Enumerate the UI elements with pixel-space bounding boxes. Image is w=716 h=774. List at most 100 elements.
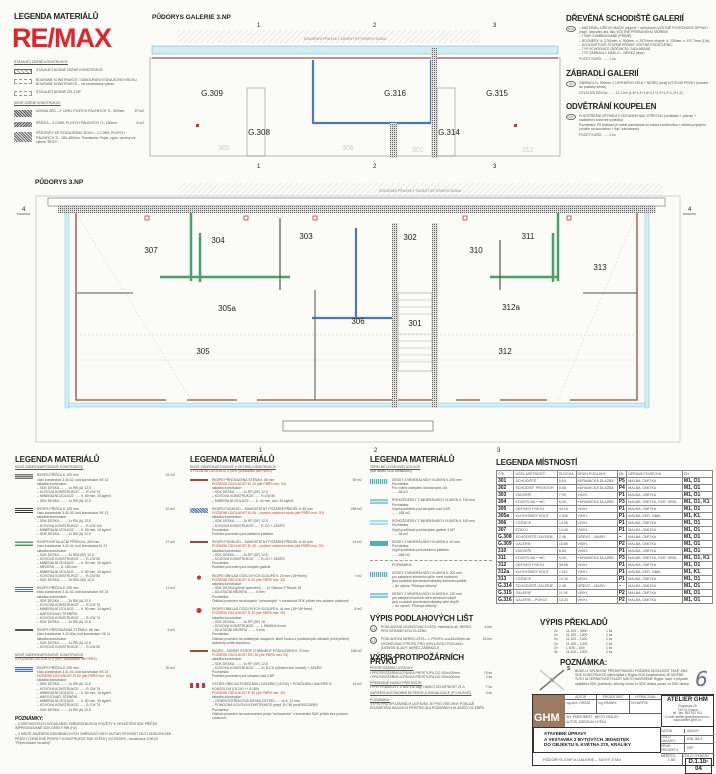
legend-line: Obklad proveden na viditelných sloupech,…	[212, 636, 350, 645]
legend-line: – NAPOJOVACÍ TĚSNĚNÍ	[37, 694, 78, 699]
legend-item: BOURANÉ KONSTRUKCE / ODBOURÁNÍ STÁVAJÍCÍ…	[14, 78, 144, 86]
legend-item-name: RIGIPS PŘEDSAZENÁ STĚNA tl. 65 mm	[212, 477, 275, 482]
table-cell: KOUPELNA + WC	[513, 497, 558, 506]
table-cell: 306	[495, 518, 515, 527]
railing-tag-icon: Z2	[566, 80, 576, 87]
table-cell: MALBA, OMÍTKA	[626, 560, 683, 569]
legend-swatch	[370, 499, 388, 505]
table-cell: 302	[495, 483, 515, 492]
place-label: MÍSTO	[594, 715, 605, 719]
project-line: DO OBJEKTU 5. KVĚTNA 270, KRÁLÍKY	[544, 742, 632, 747]
legend-line: pro zateplení bočních stěn střešních vik…	[392, 596, 457, 601]
fire-item: • PROTIPOŽÁRNÍ UCPÁVKA PROSTUPU DO 100x1…	[370, 671, 492, 675]
axis-label: 3	[493, 23, 497, 29]
table-cell: MALBA, OMÍTKA	[626, 595, 683, 604]
spec-count: CELKOVÁ DÉLKA: ...... 12,2 bm (1,6+1,3+1…	[579, 91, 683, 96]
skirting-text: PODLAHOVÁ UKONČOVACÍ LIŠTA, materiál Al …	[381, 624, 473, 634]
table-cell: VINYL	[575, 504, 618, 513]
meta-label: DATUM	[661, 728, 685, 733]
author: JAROSLAV HYŠKA	[578, 720, 607, 724]
legend-title: LEGENDA MATERIÁLŮ	[190, 455, 275, 464]
table-cell: LOŽNICE	[513, 574, 558, 583]
room-label: 306	[351, 317, 365, 326]
legend-text: PŘÍZDÍVKY KE STÁVAJÍCÍMU ZDIVU – Z CIHEL…	[36, 131, 136, 144]
legend-line: – SDK DESKA ........ 2x RB (A) 12,5	[37, 598, 91, 603]
axis-label: 1	[257, 23, 261, 29]
legend-line: skladba konstrukce:	[37, 594, 67, 599]
legend-swatch	[15, 541, 33, 547]
legend-line: – SDK DESKA ........ 1x RB (A) 12,5	[37, 640, 91, 645]
legend-line: skladba konstrukce:	[37, 515, 67, 520]
spec-line: – TYP SCHODNICE (BOČNICE): ZADLABANÁ	[579, 47, 651, 52]
fire-note-title: POZNÁMKA:	[370, 697, 390, 702]
table-cell: 14.56	[556, 518, 577, 527]
legend-line: – SDK DESKA ........ 2x RB (A) 12,5	[37, 682, 91, 687]
table-cell: MALBA, OMÍTKA	[626, 525, 683, 534]
legend-qty: 168 m2	[350, 648, 362, 653]
table-cell: 14.49	[556, 525, 577, 534]
new-label: NOVÉ ZDĚNÉ KONSTRUKCE	[14, 101, 61, 106]
legend-line: ...... 34 m2	[392, 531, 409, 536]
legend-red: POŽÁRNÍ ODOLNOST R 30 (dle PBŘS min. 30)	[212, 611, 286, 616]
section-markers: 4 4 1 2 3	[17, 207, 696, 454]
north-arrow-icon: S	[538, 666, 570, 692]
legend-text: STÁVAJÍCÍ NOSNÉ ZDI 2.NP	[36, 90, 81, 95]
table-cell: OBÝVACÍ POKOJ	[513, 560, 558, 569]
legend-line: Poznámka:	[212, 527, 229, 532]
legend-line: – SDK DESKA ........ 1x RB (A) 12,5	[37, 532, 91, 537]
table-cell: 312a	[495, 567, 515, 576]
table-cell: DŘEVO – MASIV	[575, 532, 618, 541]
room-label: 307	[144, 246, 158, 255]
table-cell: P1	[616, 560, 628, 569]
investor-label: INV.	[566, 715, 572, 719]
legend-line: skladba konstrukce:	[212, 548, 242, 553]
room-labels: 307 304 303 302 310 311 313 305a 306 301…	[144, 232, 607, 356]
legend-line: – MINERÁLNÍ IZOLACE ...... tl. 40 mm, mi…	[212, 498, 294, 503]
table-cell: v 305	[556, 511, 577, 520]
table-cell: M1, O1	[681, 595, 714, 604]
legend-line: pro zateplení středního pilíře mezi krok…	[392, 575, 458, 580]
legend-item-name: RIGIPS PŘÍČKA tl. 205 mm	[37, 586, 79, 591]
title-block: GHM AUTOR PROJEKTANT VYPRACOVAL Ing.arch…	[532, 694, 714, 774]
legend-line: Podhled proveden pod stropem nad 3.NP.	[212, 674, 275, 679]
legend-line: číslo konstrukce 3.41.02, kód konstrukce…	[37, 669, 109, 674]
spec-count: POČET KUSŮ: ...... 2 ks	[579, 57, 616, 62]
table-cell: KUCHYŇSKÝ KOUT	[513, 511, 558, 520]
legend-line: skladba konstrukce:	[37, 481, 67, 486]
spec-line: – TYP ZÁBRADLÍ: MADLO – NEREZ (leva)	[579, 51, 645, 56]
neighbor-label: SOUSEDNÍ PŘILEHLÝ OBJEKT BYTOVÉHO DOMU	[304, 36, 387, 41]
legend-red: POŽÁRNÍ ODOLNOST R 30 (dle PBŘS min. 30)	[212, 690, 286, 695]
atelier-line: e-mail: atelier.ghm@seznam.cz	[665, 714, 710, 719]
table-cell: 5.00	[556, 553, 577, 562]
table-cell: 310	[495, 546, 515, 555]
legend-line: Obklad proveden na sloupech "schovaných"…	[212, 598, 350, 603]
legend-red: POŽÁRNÍ ODOLNOST EI 60 (dle PBŘS min. 30…	[37, 673, 111, 678]
room-label: G.309	[201, 89, 223, 98]
table-cell: SCHODIŠTĚ	[513, 476, 558, 485]
table-cell: VINYL	[575, 490, 618, 499]
table-cell: M1, O1	[681, 490, 714, 499]
legend-qty: 11 m2	[165, 586, 175, 591]
note: POZNÁMKA:	[560, 658, 710, 667]
legend-line: – MEZERA ...... tl. 150 mm	[37, 565, 78, 570]
legend-qty: 57 m2	[134, 109, 144, 114]
table-cell: 313	[495, 574, 515, 583]
skirting-qty: 4 bm	[484, 624, 492, 629]
table-cell: P2	[616, 588, 628, 597]
legend-line: – KOVOVÁ KONSTRUKCE ...... R-CW 75	[37, 615, 101, 620]
legend-red: POŽÁRNÍ ODOLNOST R 30 (dle PBŘS min. 30)	[212, 577, 286, 582]
legend-line: Obklad proveden na vodorovném prvku "sch…	[212, 711, 348, 720]
table-cell: 8.48	[556, 483, 577, 492]
table-cell: 5.63	[556, 476, 577, 485]
skirting-tag-icon: L1	[370, 624, 377, 632]
table-cell: VINYL	[575, 525, 618, 534]
brick-wall	[431, 48, 437, 158]
